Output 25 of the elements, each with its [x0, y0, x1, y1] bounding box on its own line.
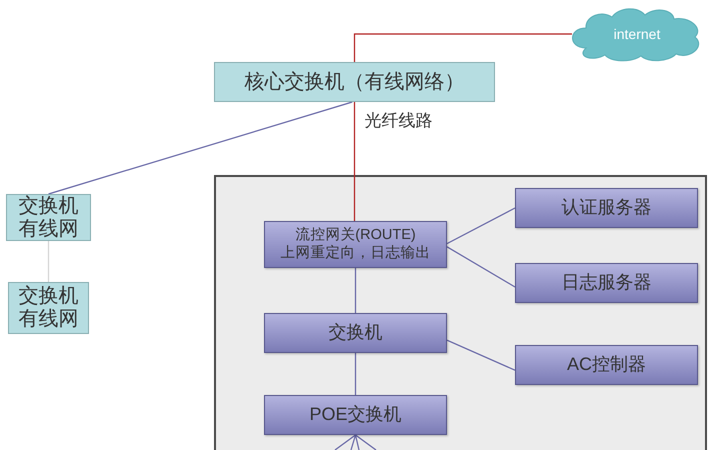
cloud-shape: internet	[572, 6, 702, 62]
switch-box: 交换机有线网	[8, 282, 89, 334]
gateway-box: 流控网关(ROUTE) 上网重定向，日志输出	[264, 221, 447, 268]
core-switch-box: 核心交换机（有线网络）	[214, 62, 495, 102]
connector-line	[446, 340, 516, 371]
server-box: 认证服务器	[515, 188, 698, 228]
connector-line	[354, 434, 360, 450]
connector-line	[354, 33, 572, 62]
connector-line	[355, 434, 376, 450]
poe-switch-box: POE交换机	[264, 395, 447, 435]
connector-line	[48, 101, 352, 195]
connector-line	[354, 353, 356, 395]
connector-line	[354, 268, 356, 313]
edge-label: 光纤线路	[362, 111, 434, 132]
panel	[214, 175, 707, 450]
controller-box: AC控制器	[515, 345, 698, 385]
switch-box: 交换机有线网	[6, 194, 91, 241]
connector-line	[446, 207, 516, 244]
connector-line	[446, 246, 516, 288]
connector-line	[334, 434, 356, 450]
connector-line	[354, 102, 356, 221]
connector-line	[350, 434, 356, 450]
connector-line	[48, 241, 50, 282]
switch-box: 交换机	[264, 313, 447, 353]
server-box: 日志服务器	[515, 263, 698, 303]
